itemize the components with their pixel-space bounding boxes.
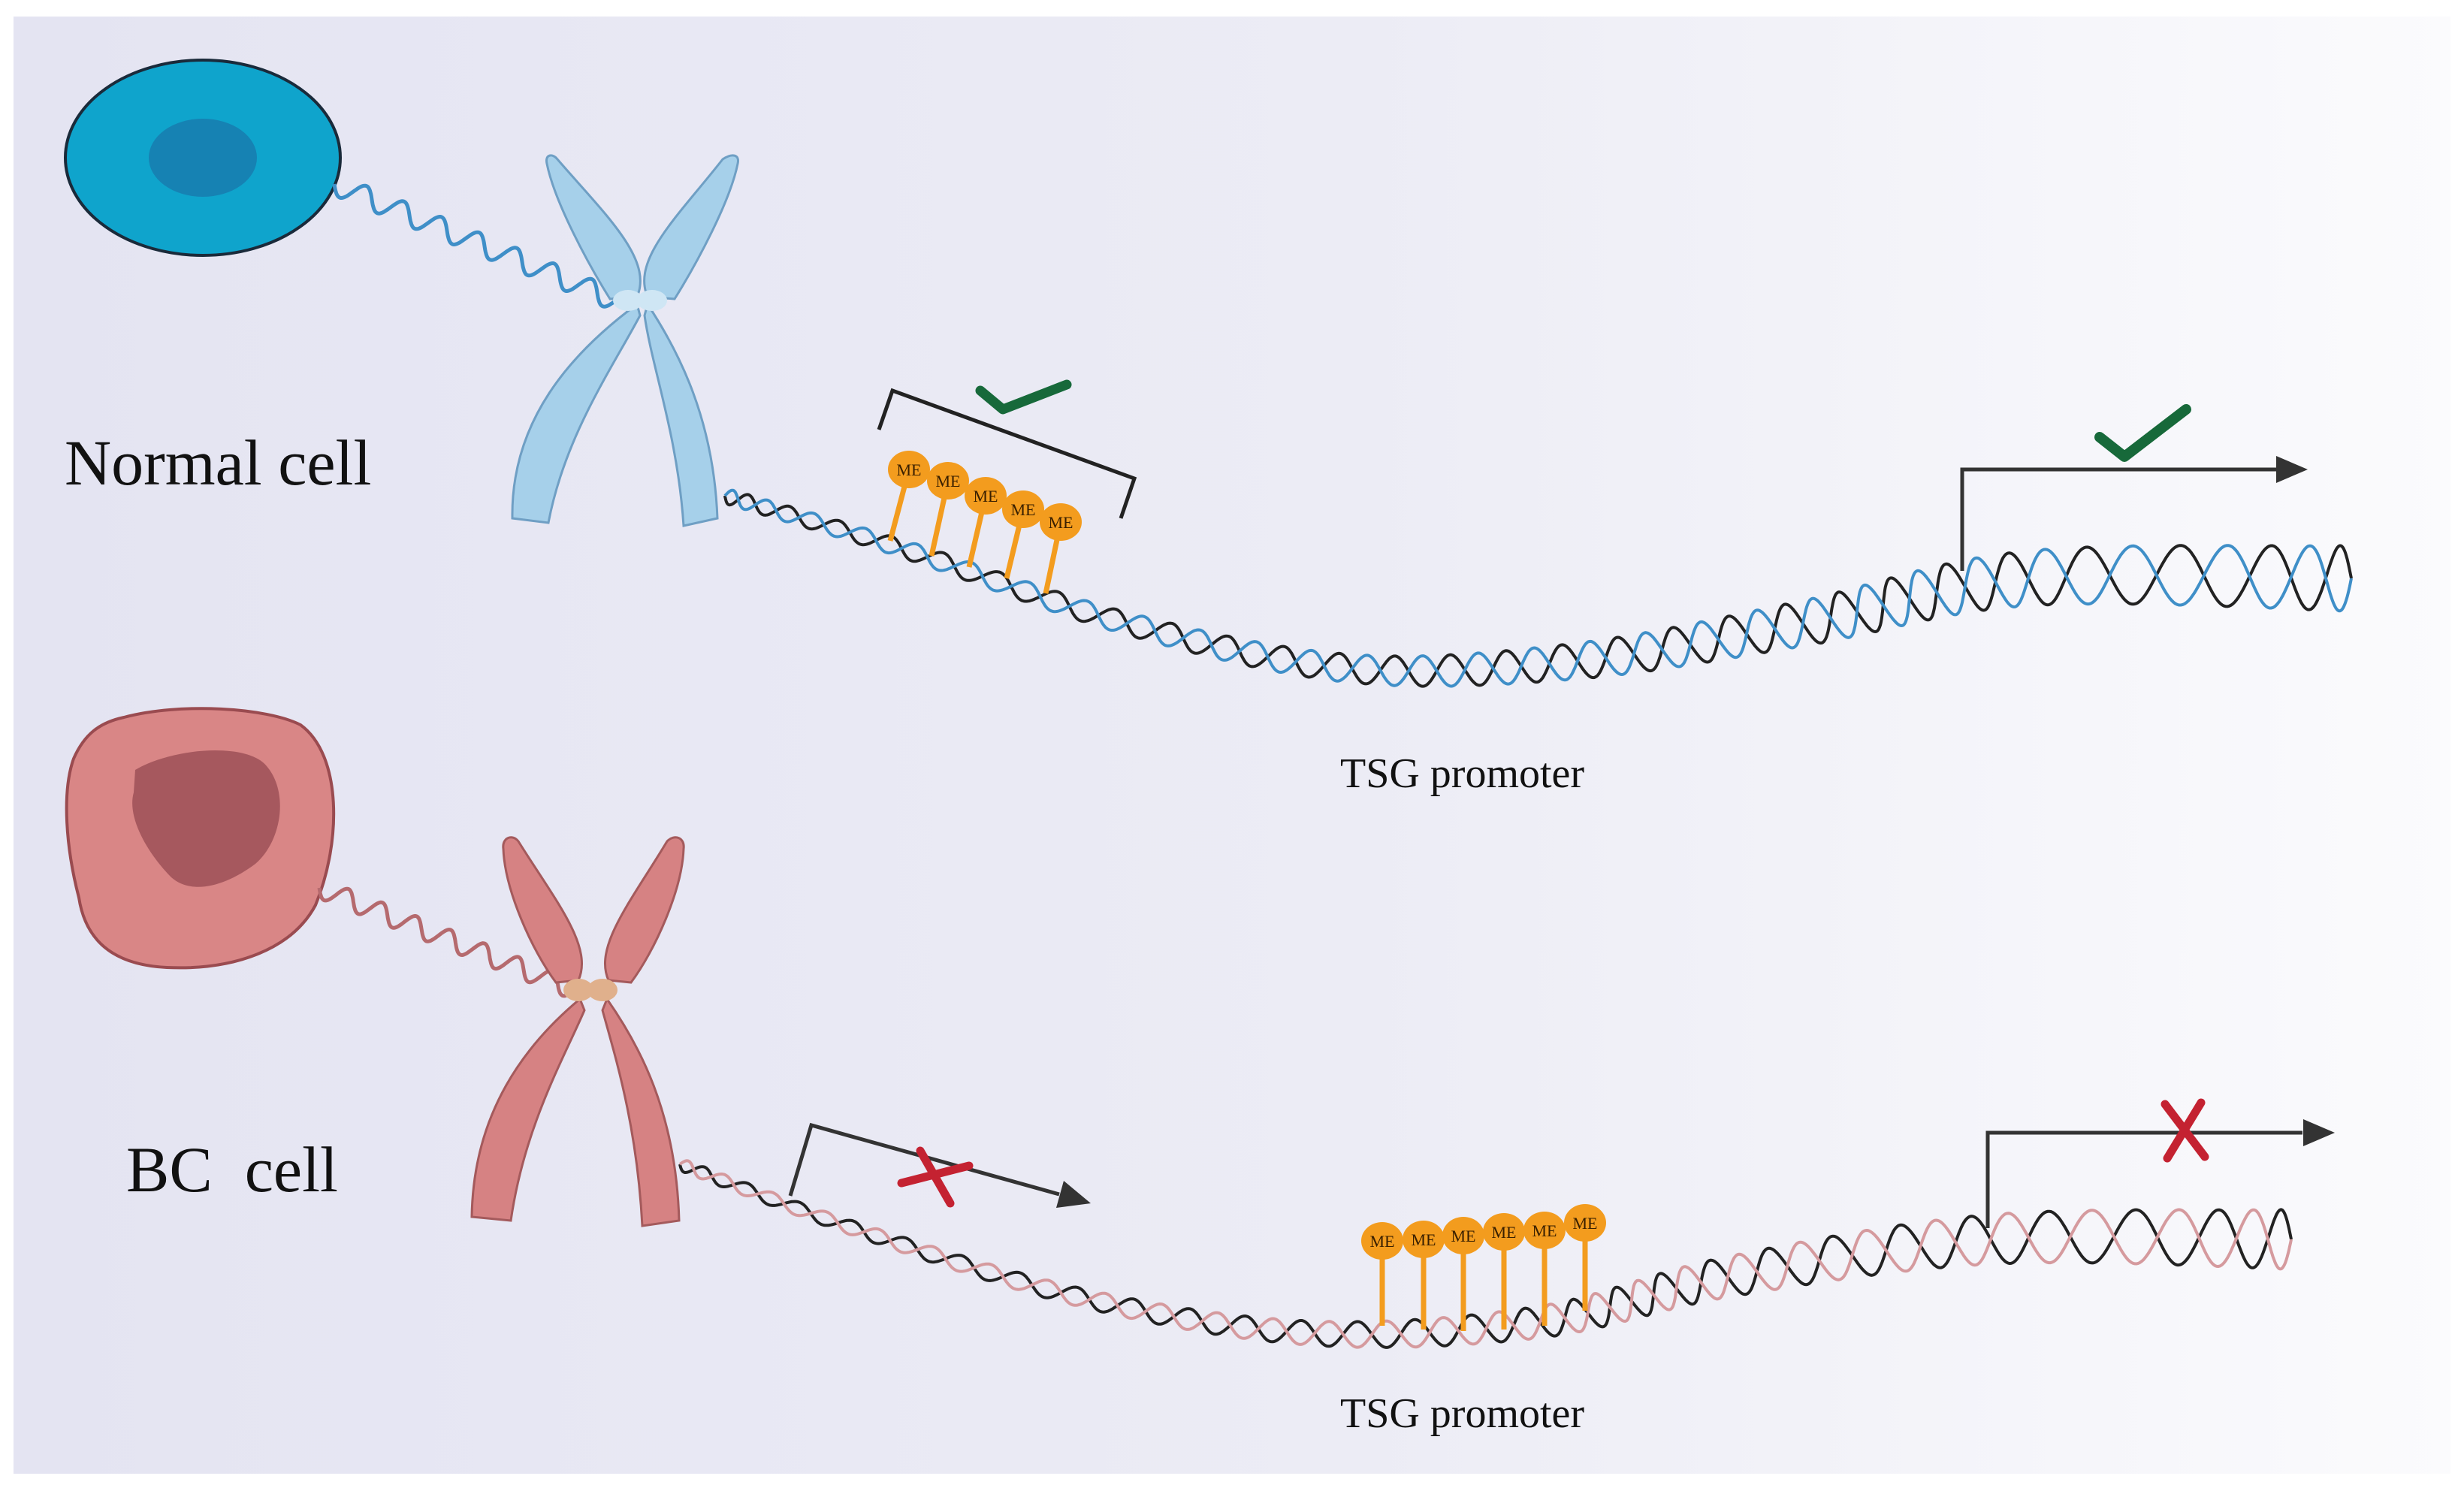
bc-nucleus-icon [132,750,280,887]
normal-row: ME ME ME ME ME Normal cell TSG promoter [64,59,2353,797]
bc-methyl-groups: ME ME ME ME ME ME [1361,1204,1606,1331]
bc-left-transcription-arrow [788,1122,1091,1208]
normal-dna-strand-blue [723,488,2353,688]
methyl-head [1002,490,1044,528]
methyl-label: ME [1532,1221,1557,1240]
normal-nucleus-icon [149,119,257,197]
methyl-label: ME [1573,1214,1598,1233]
normal-tether-strand [332,183,618,309]
bc-dna-helix [678,1159,2293,1349]
methyl-head [1442,1217,1484,1254]
methyl-group: ME [1002,490,1044,579]
bc-cell-label: BC cell [126,1133,338,1206]
methyl-head [1403,1221,1445,1258]
methyl-group: ME [1403,1221,1445,1330]
methyl-group: ME [1361,1222,1403,1326]
normal-methyl-groups: ME ME ME ME ME [887,451,1082,594]
bc-chromosome-icon [470,836,685,1227]
cross-mark-icon [2161,1098,2209,1163]
methyl-group: ME [1483,1213,1525,1330]
background-panel [14,17,2450,1474]
methyl-head [1040,503,1082,541]
cross-mark-icon [897,1146,974,1208]
methyl-group: ME [887,451,930,542]
methyl-label: ME [936,472,961,490]
methyl-label: ME [1049,513,1073,532]
methyl-group: ME [927,462,969,557]
methyl-head [1523,1212,1566,1249]
normal-methylation-bracket [877,388,1137,519]
methyl-head [1361,1222,1403,1260]
methyl-label: ME [1011,500,1036,519]
normal-promoter-label: TSG promoter [1340,750,1584,797]
bc-dna-strand-pink [678,1159,2293,1349]
methyl-label: ME [974,487,998,506]
methyl-head [1564,1204,1606,1242]
methyl-head [927,462,969,500]
methyl-label: ME [1492,1223,1517,1242]
methyl-group: ME [1040,503,1082,594]
methyl-head [1483,1213,1525,1251]
methyl-group: ME [1442,1217,1484,1331]
bc-promoter-label: TSG promoter [1340,1390,1584,1437]
methyl-group: ME [965,477,1007,568]
bc-right-transcription-arrow [1985,1119,2335,1228]
methyl-head [888,451,930,488]
check-mark-icon [975,379,1072,415]
normal-transcription-arrow [1960,456,2308,571]
normal-chromosome-icon [511,154,739,527]
methyl-label: ME [1370,1232,1395,1251]
methyl-label: ME [1451,1227,1476,1245]
methyl-group: ME [1564,1204,1606,1311]
normal-cell-label: Normal cell [65,427,371,499]
check-mark-icon [2094,404,2191,462]
methyl-group: ME [1523,1212,1566,1326]
methyl-head [965,477,1007,515]
bc-row: ME ME ME ME ME ME BC cell TSG promoter [65,707,2335,1437]
methyl-label: ME [897,460,922,479]
bc-tether-strand [317,886,576,998]
methyl-label: ME [1412,1230,1436,1249]
normal-dna-helix [723,488,2353,688]
